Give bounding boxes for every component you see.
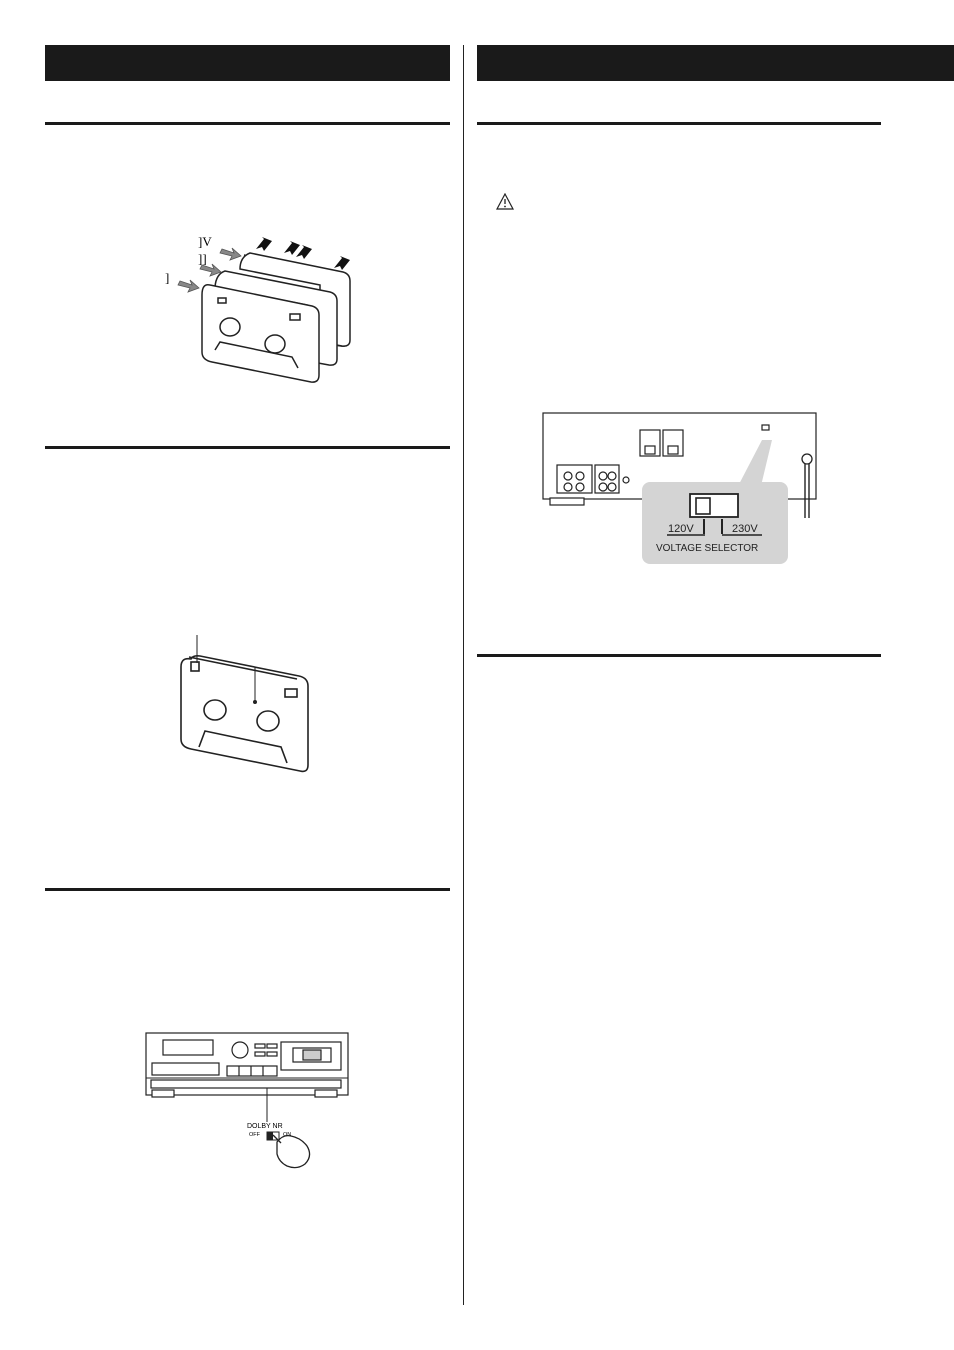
left-rule-3 xyxy=(45,888,450,891)
left-section-header-bar xyxy=(45,45,450,81)
type-iv-label: ]V xyxy=(198,234,212,249)
caution-icon xyxy=(496,193,514,210)
left-rule-1 xyxy=(45,122,450,125)
left-rule-2 xyxy=(45,446,450,449)
rear-panel-voltage-selector-illustration: 120V 230V VOLTAGE SELECTOR xyxy=(542,412,817,564)
dolby-off-label: OFF xyxy=(249,1132,261,1138)
single-cassette-illustration xyxy=(180,635,309,773)
type-ii-label: ]] xyxy=(198,251,207,266)
cassette-types-illustration: ]V ]] ] xyxy=(165,234,351,383)
voltage-selector-caption: VOLTAGE SELECTOR xyxy=(656,543,758,554)
voltage-120v-label: 120V xyxy=(668,523,694,535)
type-i-label: ] xyxy=(165,270,169,285)
right-section-header-bar xyxy=(477,45,954,81)
right-rule-2 xyxy=(477,654,881,657)
column-divider xyxy=(463,45,464,1305)
dolby-on-label: ON xyxy=(283,1132,291,1138)
deck-front-panel-illustration: DOLBY NR OFF ON xyxy=(145,1032,349,1169)
dolby-nr-label: DOLBY NR xyxy=(247,1123,283,1130)
right-rule-1 xyxy=(477,122,881,125)
voltage-230v-label: 230V xyxy=(732,523,758,535)
